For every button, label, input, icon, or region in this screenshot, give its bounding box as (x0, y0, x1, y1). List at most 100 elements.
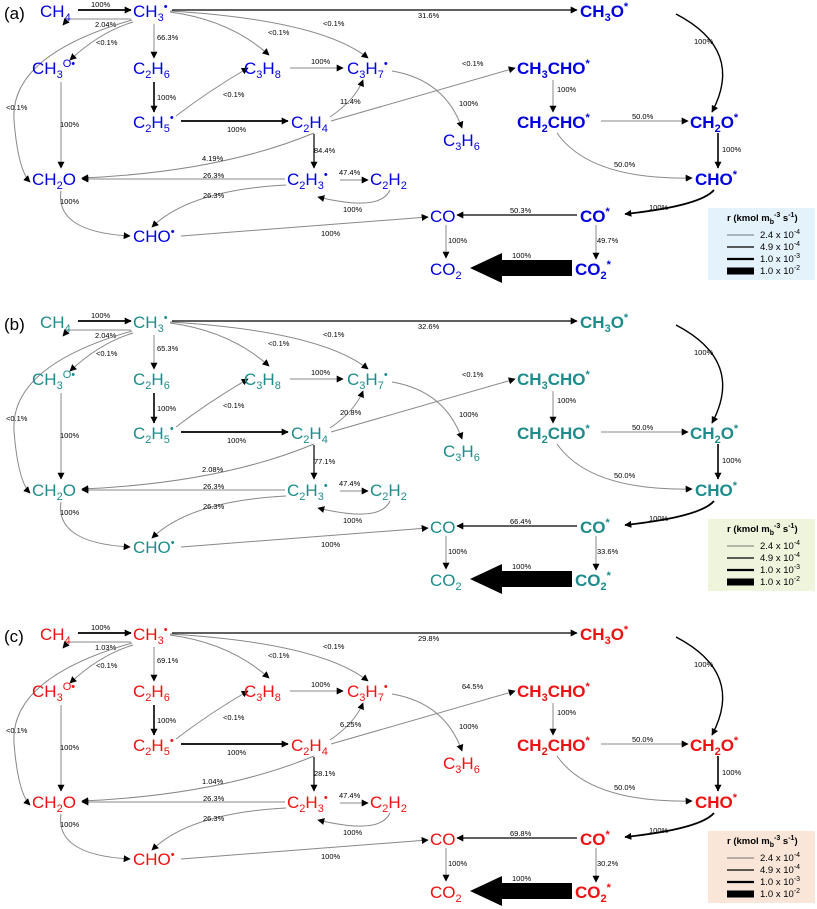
edge-ch3_ch3o_g (69, 21, 134, 61)
rate-label-c2h5_c3h8: <0.1% (223, 401, 245, 410)
edge-c2h3_cho (151, 184, 287, 228)
rate-label-c2h2_c2h3: 100% (343, 205, 363, 214)
rate-label-ch2cho_cho: 50.0% (614, 160, 636, 169)
edge-c2h2_c2h3 (317, 500, 391, 515)
rate-label-c2h4_ch3cho: <0.1% (462, 370, 484, 379)
species-ch2chos: CH2CHO* (517, 423, 590, 446)
legend-box (708, 831, 815, 903)
legend-title: r (kmol mb-3 s-1) (727, 835, 798, 849)
edge-c3h7_c3h6 (391, 70, 464, 129)
edge-c3h7_c3h6 (391, 693, 464, 752)
rate-label-cos_co2s: 30.2% (597, 859, 619, 868)
species-ch2os: CH2O* (690, 112, 739, 135)
rate-label-chos_cos: 100% (649, 514, 669, 523)
edge-c2h4_ch3cho (330, 66, 516, 122)
edge-c2h5_c3h8 (175, 67, 249, 117)
rate-label-c2h4_c2h3: 84.4% (314, 146, 336, 155)
rate-label-ch2cho_cho: 50.0% (614, 471, 636, 480)
edge-ch3_ch4 (62, 328, 131, 337)
species-c2h5: C2H5• (133, 735, 174, 758)
legend-label-2: 4.9 x 10-4 (760, 241, 800, 253)
rate-label-ch3_ch4: 1.03% (95, 643, 117, 652)
rate-label-ch3_ch3o_g: <0.1% (96, 349, 118, 358)
edge-ch3_c3h7 (169, 321, 369, 370)
rate-label-ch3_ch2o: <0.1% (6, 103, 28, 112)
species-cho: CHO• (133, 849, 175, 869)
species-co: CO (430, 207, 456, 226)
species-c3h6: C3H6 (443, 131, 480, 153)
panel-3: (c)100%1.03%<0.1%<0.1%69.1%<0.1%<0.1%29.… (4, 623, 815, 906)
edge-ch3_c3h8 (169, 634, 270, 679)
rate-label-c2h4_c3h7: 20.8% (340, 408, 362, 417)
edge-ch3_ch2o (13, 19, 133, 183)
species-c2h5: C2H5• (133, 423, 174, 446)
rate-label-c2h3_c2h2: 47.4% (339, 791, 361, 800)
rate-label-c2h3_cho: 26.3% (203, 191, 225, 200)
rate-label-ch3_c3h8: <0.1% (268, 28, 290, 37)
species-ch2o: CH2O (32, 170, 76, 192)
edge-ch3_ch3o_g (69, 332, 134, 372)
species-c3h6: C3H6 (443, 754, 480, 776)
edge-c2h2_c2h3 (317, 812, 391, 827)
rate-label-c2h4_c3h7: 11.4% (340, 97, 361, 106)
rate-label-ch3_c3h8: <0.1% (268, 651, 290, 660)
rate-label-cos_co2s: 33.6% (597, 547, 619, 556)
edge-ch3_ch2o (13, 330, 133, 494)
species-co2s: CO2* (575, 570, 612, 593)
rate-label-co_co2: 100% (448, 859, 468, 868)
rate-label-c2h2_c2h3: 100% (343, 828, 363, 837)
rate-label-c2h5_c2h4: 100% (227, 436, 247, 445)
edge-ch3_c3h7 (169, 10, 369, 59)
rate-legend: r (kmol mb-3 s-1)2.4 x 10-44.9 x 10-41.0… (708, 208, 815, 280)
legend-box (708, 208, 815, 280)
rate-label-ch3_ch4: 2.04% (95, 331, 117, 340)
species-ch3o: CH3O• (32, 369, 75, 392)
edge-ch3_ch4 (62, 17, 131, 26)
edge-ch3_c3h7 (169, 633, 369, 682)
legend-label-4: 1.0 x 10-2 (760, 576, 800, 588)
species-ch3o: CH3O• (32, 681, 75, 704)
species-ch2os: CH2O* (690, 423, 739, 446)
rate-label-ch3os_ch2os: 100% (694, 348, 714, 357)
rate-label-ch3o_ch2o: 100% (60, 743, 80, 752)
species-c3h7: C3H7• (347, 369, 388, 392)
rate-label-ch3_c3h7: <0.1% (323, 330, 345, 339)
rate-label-ch2o_cho: 100% (60, 820, 80, 829)
species-co2s: CO2* (575, 882, 612, 905)
species-c2h4: C2H4 (291, 424, 328, 446)
species-ch3chos: CH3CHO* (517, 58, 590, 81)
species-ch4: CH4 (40, 625, 71, 647)
rate-label-c3h7_c3h6: 100% (459, 410, 479, 419)
rate-label-ch3_c3h7: <0.1% (323, 642, 345, 651)
species-cos: CO* (580, 517, 611, 537)
rate-label-ch3cho_ch2cho: 100% (557, 85, 577, 94)
species-c2h4: C2H4 (291, 736, 328, 758)
edge-ch2o_cho (60, 501, 131, 551)
species-chos: CHO* (695, 169, 738, 189)
species-c3h8: C3H8 (244, 682, 281, 704)
rate-label-ch2os_chos: 100% (722, 768, 742, 777)
rate-label-ch3cho_ch2cho: 100% (557, 708, 577, 717)
species-co: CO (430, 830, 456, 849)
species-c2h6: C2H6 (133, 370, 170, 392)
rate-label-co2s_co2: 100% (512, 251, 532, 260)
legend-label-3: 1.0 x 10-3 (760, 253, 800, 265)
edge-c2h4_ch2o (81, 132, 315, 182)
rate-label-c2h3_ch2o: 26.3% (203, 171, 225, 180)
legend-label-3: 1.0 x 10-3 (760, 564, 800, 576)
rate-label-ch3_c3h7: <0.1% (323, 19, 345, 28)
rate-label-cho_co: 100% (321, 229, 341, 238)
rate-label-ch3_ch3os: 29.8% (418, 634, 440, 643)
species-co2: CO2 (430, 571, 462, 593)
species-cos: CO* (580, 206, 611, 226)
rate-label-ch3_ch2o: <0.1% (6, 726, 28, 735)
edge-c2h2_c2h3 (317, 189, 391, 204)
rate-label-ch2o_cho: 100% (60, 197, 80, 206)
species-c3h6: C3H6 (443, 442, 480, 464)
rate-label-co2s_co2: 100% (512, 562, 532, 571)
species-c3h8: C3H8 (244, 59, 281, 81)
rate-label-ch3_ch3o_g: <0.1% (96, 38, 118, 47)
species-c2h2: C2H2 (370, 170, 407, 192)
species-c2h5: C2H5• (133, 112, 174, 135)
